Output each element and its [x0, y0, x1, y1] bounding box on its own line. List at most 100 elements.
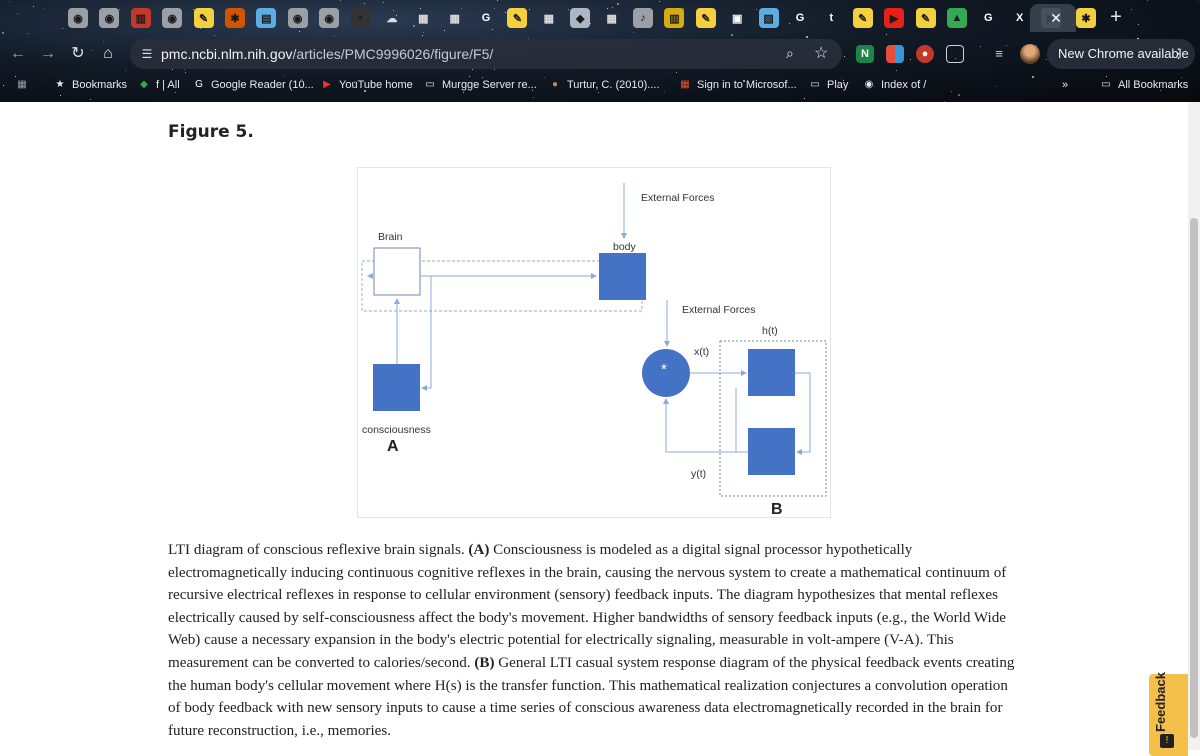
folder-icon: ▭ — [1101, 79, 1111, 90]
tab-cloud-icon[interactable]: ☁ — [386, 12, 398, 25]
feedback-button[interactable]: Feedback ! — [1149, 672, 1188, 756]
bookmark-item[interactable]: ★Bookmarks — [54, 79, 128, 91]
globe-icon: ◉ — [864, 79, 874, 90]
tab-google-icon[interactable]: G — [984, 12, 993, 24]
active-tab[interactable] — [1030, 4, 1076, 32]
tab-google-icon[interactable]: G — [795, 12, 805, 24]
tab-bookmark-yellow-icon[interactable]: ✎ — [193, 8, 214, 28]
tab-globe-icon[interactable]: ◉ — [287, 8, 308, 28]
star-decoration — [1046, 59, 1047, 60]
tab-chart-icon[interactable]: ▦ — [543, 12, 555, 25]
figure-image[interactable]: External Forces Brain body consciousness… — [357, 167, 831, 518]
home-icon[interactable]: ⌂ — [103, 45, 113, 62]
tab-bookmark-yellow-icon[interactable]: ✎ — [852, 8, 873, 28]
star-decoration — [214, 35, 215, 36]
site-settings-icon[interactable]: ☰ — [141, 47, 153, 61]
label-panel-a: A — [387, 438, 399, 455]
star-decoration — [1032, 76, 1034, 78]
tab-red-logo-icon[interactable]: ✱ — [224, 8, 245, 28]
star-decoration — [910, 59, 911, 60]
reload-icon[interactable]: ↻ — [71, 45, 85, 62]
tab-globe-icon[interactable]: ◉ — [319, 8, 340, 28]
tab-doc-icon[interactable]: ▤ — [256, 8, 277, 28]
tab-bookmark-yellow-icon[interactable]: ✎ — [695, 8, 716, 28]
tab-speaker-icon[interactable]: ♪ — [633, 8, 654, 28]
tab-layers-icon[interactable]: ◆ — [570, 8, 591, 28]
star-decoration — [3, 85, 4, 86]
url-text[interactable]: pmc.ncbi.nlm.nih.gov/articles/PMC9996026… — [161, 46, 493, 62]
tab-strip: ◉◉▥◉✎✱▤◉◉▪☁▦▦G✎▦◆▦♪▥✎▣▧Gt✎▶✎▲GX▶ — [0, 0, 1200, 36]
extension-red-icon[interactable]: ● — [916, 45, 934, 63]
bookmark-item[interactable]: ▭Murgge Server re... — [424, 79, 537, 91]
star-decoration — [108, 53, 109, 54]
menu-dots-icon[interactable]: ⋮ — [1172, 46, 1185, 61]
tab-book-icon[interactable]: ▥ — [130, 8, 151, 28]
star-decoration — [532, 90, 533, 91]
bookmark-star-icon[interactable]: ☆ — [814, 45, 829, 62]
tab-x-icon[interactable]: X — [1016, 12, 1024, 24]
tab-bank-icon[interactable]: ▥ — [664, 8, 685, 28]
extensions-puzzle-icon[interactable] — [946, 45, 964, 63]
star-decoration — [958, 94, 960, 96]
star-decoration — [806, 36, 808, 38]
star-decoration — [598, 92, 599, 93]
star-decoration — [172, 69, 173, 70]
tab-google-icon[interactable]: G — [481, 12, 491, 24]
bookmark-item[interactable]: ◉Index of / — [863, 79, 927, 91]
bookmark-item[interactable]: ▦Sign in to Microsof... — [679, 79, 796, 91]
tab-bookmark-yellow-icon[interactable]: ✎ — [915, 8, 936, 28]
tab-globe-icon[interactable]: ◉ — [162, 8, 183, 28]
star-decoration — [60, 95, 61, 96]
tab-drive-icon[interactable]: ▲ — [946, 8, 967, 28]
star-decoration — [886, 34, 887, 35]
feedback-icon: ! — [1160, 734, 1174, 748]
folder-icon: ▭ — [425, 79, 435, 90]
star-decoration — [355, 81, 356, 82]
consciousness-block — [373, 364, 420, 411]
zoom-icon[interactable]: ⌕ — [786, 45, 794, 61]
bookmark-item[interactable]: ▶YouTube home — [321, 79, 413, 91]
close-tab-icon[interactable]: ✕ — [1050, 10, 1062, 26]
all-bookmarks-button[interactable]: ▭All Bookmarks — [1100, 79, 1188, 91]
bookmark-item[interactable]: ▭Play — [809, 79, 848, 91]
brain-block — [373, 247, 421, 296]
bookmarks-overflow-icon[interactable]: » — [1062, 79, 1069, 91]
tab-t-icon[interactable]: t — [829, 12, 834, 24]
tab-bookmark-yellow-icon[interactable]: ✎ — [507, 8, 528, 28]
star-decoration — [185, 72, 186, 73]
extension-color-icon[interactable] — [886, 45, 904, 63]
page-scrollbar[interactable] — [1188, 102, 1200, 750]
tab-globe-icon[interactable]: ◉ — [68, 8, 88, 28]
star-decoration — [568, 9, 569, 10]
tab-map-icon[interactable]: ▧ — [758, 8, 779, 28]
tab-chart-icon[interactable]: ▦ — [606, 12, 617, 25]
bookmark-item[interactable]: ▦ — [16, 79, 34, 91]
tab-chart-icon[interactable]: ▦ — [449, 12, 460, 25]
star-decoration — [472, 69, 473, 70]
back-icon[interactable]: ← — [10, 45, 26, 62]
address-bar[interactable]: ☰ pmc.ncbi.nlm.nih.gov/articles/PMC99960… — [130, 39, 842, 69]
star-decoration — [90, 99, 91, 100]
scroll-thumb[interactable] — [1190, 218, 1198, 738]
star-decoration — [996, 86, 997, 87]
bookmark-item[interactable]: ●Turtur, C. (2010).... — [549, 79, 660, 91]
star-decoration — [743, 80, 745, 82]
star-decoration — [420, 8, 421, 9]
tab-puzzle[interactable]: ✱ — [1076, 8, 1096, 28]
tab-square-icon[interactable]: ▣ — [732, 12, 743, 25]
extension-n-icon[interactable]: N — [856, 45, 874, 63]
bookmark-item[interactable]: ◆f | All — [138, 79, 180, 91]
media-control-icon[interactable]: ≡ — [995, 46, 1003, 61]
tab-globe-icon[interactable]: ◉ — [99, 8, 120, 28]
new-tab-button[interactable]: + — [1110, 6, 1122, 28]
tab-chart-icon[interactable]: ▦ — [418, 12, 429, 25]
tab-youtube-icon[interactable]: ▶ — [884, 8, 905, 28]
new-chrome-available-button[interactable]: New Chrome available⋮ — [1047, 39, 1195, 69]
forward-icon[interactable]: → — [40, 45, 56, 62]
tab-dark-icon[interactable]: ▪ — [350, 8, 371, 28]
star-decoration — [1006, 45, 1007, 46]
profile-avatar[interactable] — [1020, 44, 1040, 64]
caption-b-tag: (B) — [474, 654, 495, 671]
feedly-icon: ◆ — [140, 79, 148, 90]
